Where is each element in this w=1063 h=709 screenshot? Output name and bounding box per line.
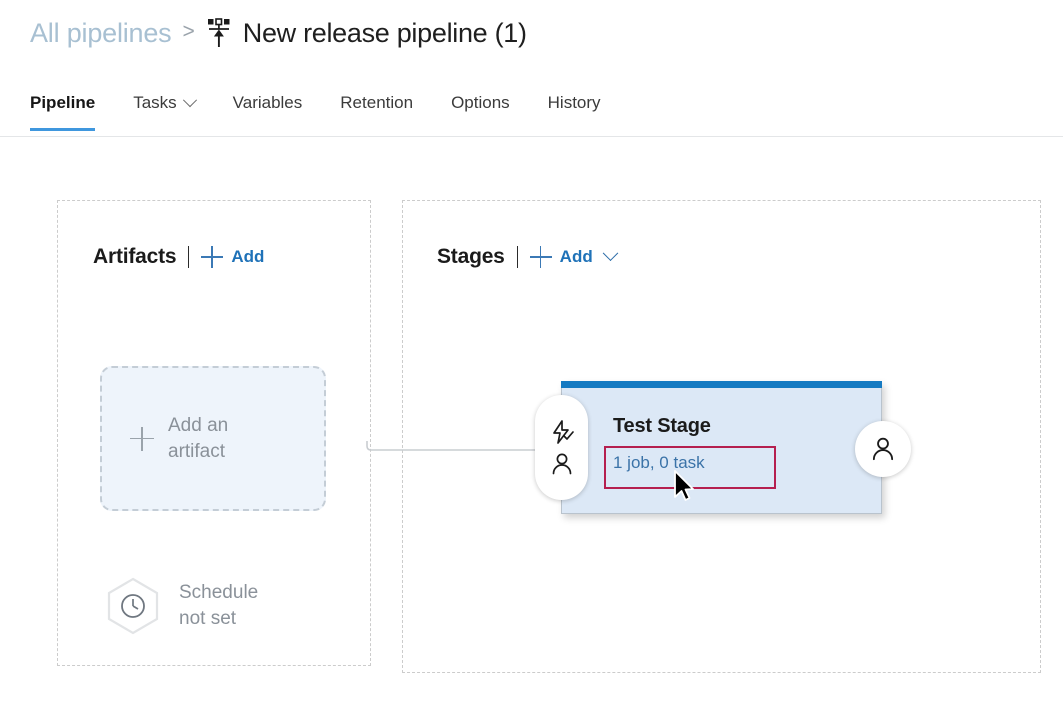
stages-header: Stages Add	[437, 244, 618, 269]
post-deployment-conditions-button[interactable]	[855, 421, 911, 477]
pre-deployment-conditions-button[interactable]	[535, 395, 588, 500]
add-stage-label: Add	[559, 247, 593, 266]
stages-title: Stages	[437, 245, 505, 268]
breadcrumb-separator: >	[182, 20, 195, 43]
stage-card-test-stage[interactable]	[561, 381, 882, 514]
stages-panel: Stages Add	[402, 200, 1041, 673]
artifacts-divider	[188, 246, 190, 268]
stage-status-bar	[561, 381, 882, 388]
tab-retention[interactable]: Retention	[340, 80, 413, 131]
breadcrumb-all-pipelines-link[interactable]: All pipelines	[30, 17, 172, 48]
tab-pipeline-label: Pipeline	[30, 93, 96, 112]
chevron-down-icon[interactable]	[602, 244, 618, 261]
tab-tasks[interactable]: Tasks	[133, 80, 197, 131]
chevron-down-icon	[182, 93, 197, 108]
add-artifact-button[interactable]: Add	[201, 246, 264, 268]
person-icon	[552, 453, 571, 474]
tab-variables[interactable]: Variables	[233, 80, 303, 131]
tab-tasks-label: Tasks	[133, 93, 177, 112]
tab-pipeline[interactable]: Pipeline	[30, 80, 96, 131]
tab-variables-label: Variables	[232, 93, 303, 112]
breadcrumb-current: New release pipeline (1)	[206, 18, 527, 49]
tab-bar: Pipeline Tasks Variables Retention Optio…	[0, 80, 1063, 137]
plus-icon	[130, 426, 154, 451]
stages-divider	[516, 246, 518, 268]
tab-options-label: Options	[451, 93, 510, 112]
add-an-artifact-label: Add an artifact	[168, 414, 229, 462]
tab-history-label: History	[547, 93, 601, 112]
stage-name: Test Stage	[613, 415, 711, 437]
person-icon	[872, 437, 894, 461]
artifacts-title: Artifacts	[93, 245, 177, 268]
tab-history[interactable]: History	[548, 80, 601, 131]
tab-options[interactable]: Options	[451, 80, 510, 131]
schedule-label: Schedule not set	[179, 582, 259, 629]
add-an-artifact-tile[interactable]: Add an artifact	[100, 366, 326, 511]
jobs-tasks-link[interactable]: 1 job, 0 task	[613, 453, 705, 472]
artifacts-header: Artifacts Add	[93, 245, 264, 269]
artifacts-panel: Artifacts Add	[57, 200, 371, 666]
page-title: New release pipeline (1)	[242, 17, 527, 48]
artifact-stage-connector	[366, 441, 566, 451]
release-pipeline-icon	[207, 18, 230, 47]
breadcrumb: All pipelines > New release pipeline (1)	[30, 10, 527, 56]
add-artifact-label: Add	[231, 247, 265, 266]
schedule-trigger[interactable]: Schedule not set	[105, 577, 258, 635]
lightning-check-icon	[552, 419, 574, 444]
tab-retention-label: Retention	[340, 93, 414, 112]
plus-icon	[201, 246, 224, 268]
clock-icon	[107, 577, 159, 635]
add-stage-button[interactable]: Add	[529, 244, 618, 268]
plus-icon	[529, 246, 552, 268]
